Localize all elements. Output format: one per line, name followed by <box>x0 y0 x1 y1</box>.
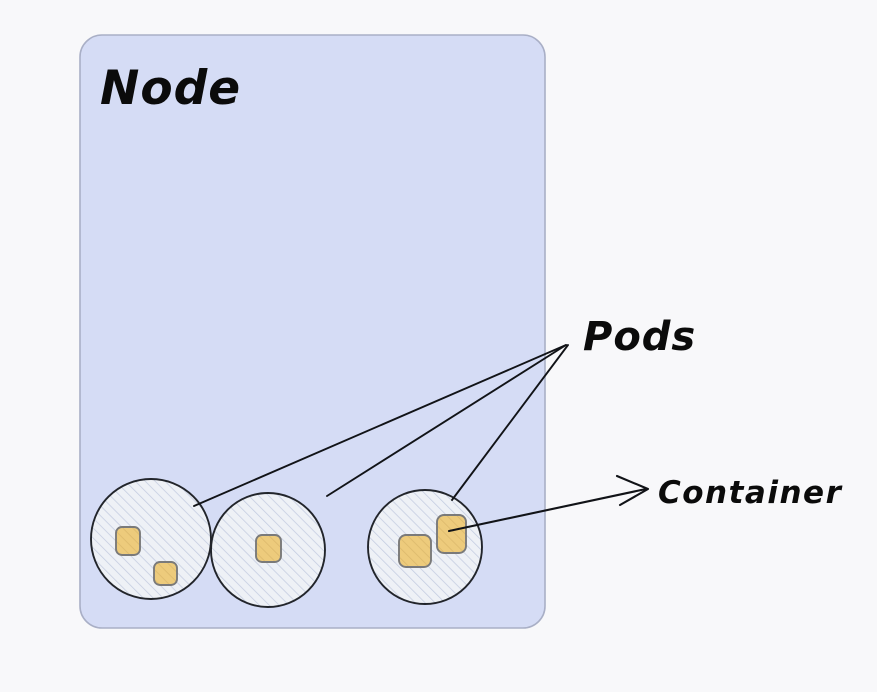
leader-pod-1 <box>193 344 567 507</box>
container-leader-arrow <box>447 474 650 533</box>
leader-pod-2 <box>326 344 567 497</box>
container-label: Container <box>658 475 843 511</box>
container-3-2[interactable] <box>436 514 467 554</box>
node-label: Node <box>100 61 241 116</box>
node-box[interactable] <box>79 34 546 629</box>
pod-3[interactable] <box>367 489 483 605</box>
container-1-2[interactable] <box>153 561 178 586</box>
leader-pod-3 <box>451 344 569 501</box>
node-group[interactable]: Node <box>79 34 546 629</box>
container-3-1[interactable] <box>398 534 432 568</box>
container-arrow-head-icon <box>615 474 650 507</box>
pods-leader-lines <box>193 344 569 507</box>
container-1-1[interactable] <box>115 526 141 556</box>
pod-2[interactable] <box>210 492 326 608</box>
pods-label: Pods <box>583 314 696 360</box>
pod-1-circle[interactable] <box>90 478 212 600</box>
container-arrow-line <box>447 487 648 533</box>
pod-1[interactable] <box>90 478 212 600</box>
container-2-1[interactable] <box>255 534 282 563</box>
